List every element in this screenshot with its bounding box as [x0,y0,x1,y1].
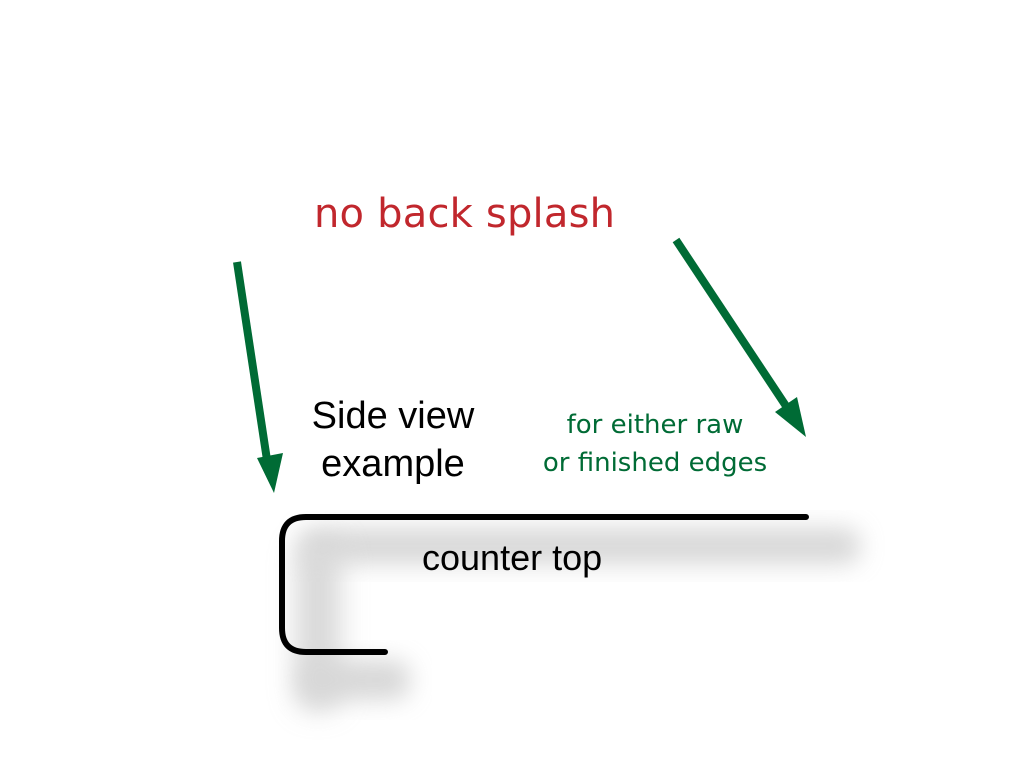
counter-top-label: counter top [422,537,603,578]
side-view-label: Side view example [290,392,496,488]
side-view-line-2: example [321,443,465,485]
counter-outline [279,514,809,655]
right-arrow-icon [672,237,806,437]
left-arrow-icon [233,261,283,493]
diagram-title: no back splash [314,191,616,237]
edge-note-line-1: for either raw [566,410,744,440]
counter-shadow [296,528,860,710]
side-view-line-1: Side view [311,395,475,437]
edge-note-line-2: or finished edges [542,448,768,478]
edge-note: for either raw or finished edges [520,406,790,482]
